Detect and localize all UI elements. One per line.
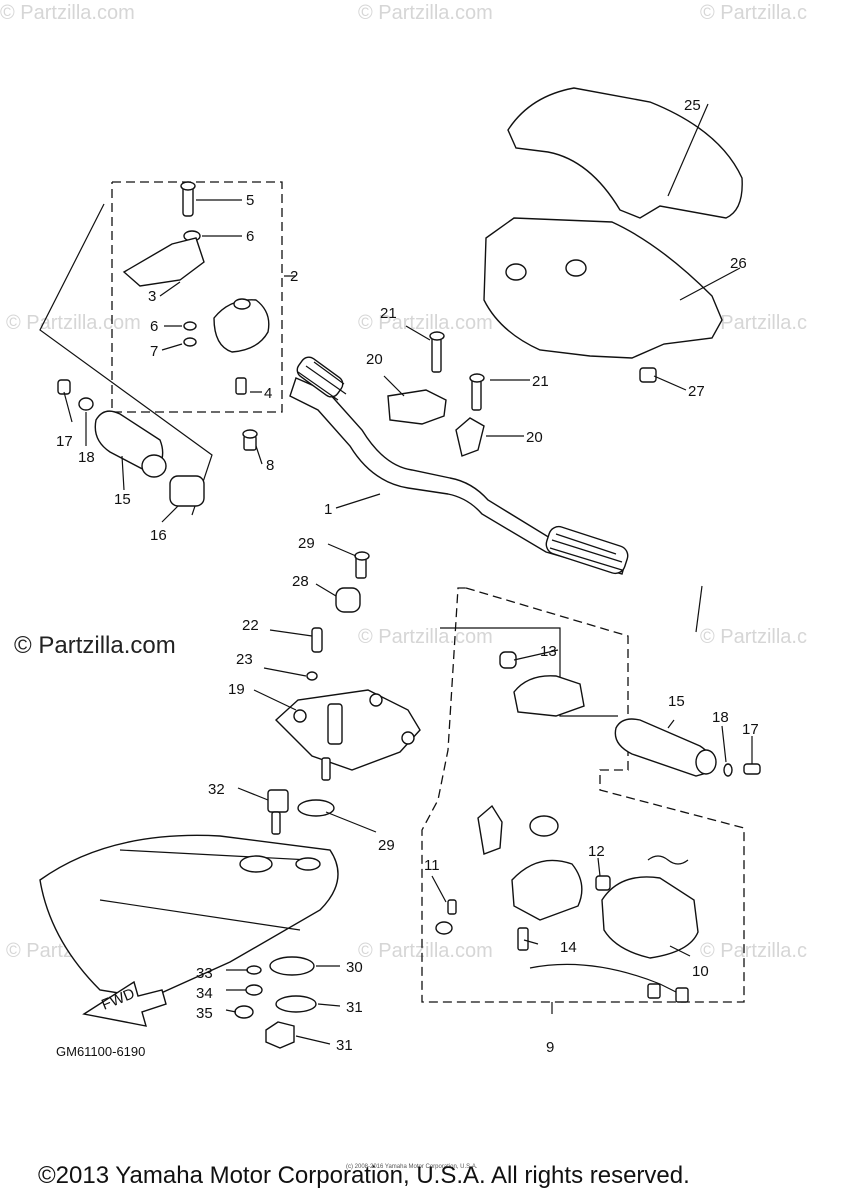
callout-20-right: 20 xyxy=(526,429,543,446)
right-grip-parts xyxy=(614,718,761,777)
callout-29-upper: 29 xyxy=(378,837,395,854)
watermark-mid-left: © Partzilla.com xyxy=(6,312,141,334)
callout-29-lower: 30 xyxy=(346,959,363,976)
callout-32: 32 xyxy=(208,781,225,798)
callout-9: 9 xyxy=(546,1039,554,1056)
callout-6: 6 xyxy=(246,228,254,245)
callout-21-right: 21 xyxy=(532,373,549,390)
callout-20-left: 20 xyxy=(366,351,383,368)
left-switch-assembly xyxy=(122,181,270,451)
leader-lines xyxy=(63,103,753,1045)
callout-7: 7 xyxy=(150,343,158,360)
callout-28: 29 xyxy=(298,535,315,552)
watermark-mid-right: © Partzilla.c xyxy=(700,312,807,334)
group-box-9 xyxy=(421,587,745,1003)
callout-23: 23 xyxy=(236,651,253,668)
callout-21-left: 21 xyxy=(380,305,397,322)
callout-25: 26 xyxy=(730,255,747,272)
callout-13: 13 xyxy=(540,643,557,660)
callout-3: 3 xyxy=(148,288,156,305)
callout-5: 5 xyxy=(246,192,254,209)
callout-15-left: 15 xyxy=(114,491,131,508)
small-copyright-notice: (c) 2008-2016 Yamaha Motor Corporation, … xyxy=(346,1164,478,1170)
watermark-top-right: © Partzilla.c xyxy=(700,2,807,24)
callout-11: 11 xyxy=(424,857,440,874)
watermark-low-center: © Partzilla.com xyxy=(358,940,493,962)
callout-10: 10 xyxy=(692,963,709,980)
callout-17-left: 17 xyxy=(56,433,73,450)
callout-24: 25 xyxy=(684,97,701,114)
callout-18-left: 18 xyxy=(78,449,95,466)
watermark-mid-center: © Partzilla.com xyxy=(358,312,493,334)
diagram-code: GM61100-6190 xyxy=(56,1044,146,1059)
callout-8: 8 xyxy=(266,457,274,474)
callout-6b: 6 xyxy=(150,318,158,335)
handlebar-holder xyxy=(274,551,421,781)
callout-14: 14 xyxy=(560,939,577,956)
callout-27: 28 xyxy=(292,573,309,590)
callout-35: 35 xyxy=(196,1005,213,1022)
left-grip-parts xyxy=(57,379,205,507)
handlebar-covers xyxy=(483,87,743,383)
callout-17-right: 17 xyxy=(742,721,759,738)
watermark-low-right: © Partzilla.c xyxy=(700,940,807,962)
watermark-top-center: © Partzilla.com xyxy=(358,2,493,24)
watermark-prominent: © Partzilla.com xyxy=(14,632,176,659)
group-box-2 xyxy=(111,181,283,413)
callout-30: 31 xyxy=(346,999,363,1016)
steering-mount xyxy=(39,789,339,1049)
callout-22: 22 xyxy=(242,617,259,634)
callout-4: 4 xyxy=(264,385,272,402)
callout-16: 16 xyxy=(150,527,167,544)
copyright-footer: ©2013 Yamaha Motor Corporation, U.S.A. A… xyxy=(38,1162,690,1189)
callout-34: 34 xyxy=(196,985,213,1002)
group-box-13-outline xyxy=(440,627,618,717)
handlebar-clamps xyxy=(387,331,485,457)
watermark-top-left: © Partzilla.com xyxy=(0,2,135,24)
callout-18-right: 18 xyxy=(712,709,729,726)
callout-31: 31 xyxy=(336,1037,353,1054)
callout-19: 19 xyxy=(228,681,245,698)
callout-1: 1 xyxy=(324,501,332,518)
handlebar xyxy=(289,356,703,633)
watermark-center: © Partzilla.com xyxy=(358,626,493,648)
callout-26: 27 xyxy=(688,383,705,400)
watermark-center-right: © Partzilla.c xyxy=(700,626,807,648)
right-switch-assembly xyxy=(435,651,699,1003)
callout-12: 12 xyxy=(588,843,605,860)
callout-2: 2 xyxy=(290,268,298,285)
callout-15-right: 15 xyxy=(668,693,685,710)
callout-33: 33 xyxy=(196,965,213,982)
